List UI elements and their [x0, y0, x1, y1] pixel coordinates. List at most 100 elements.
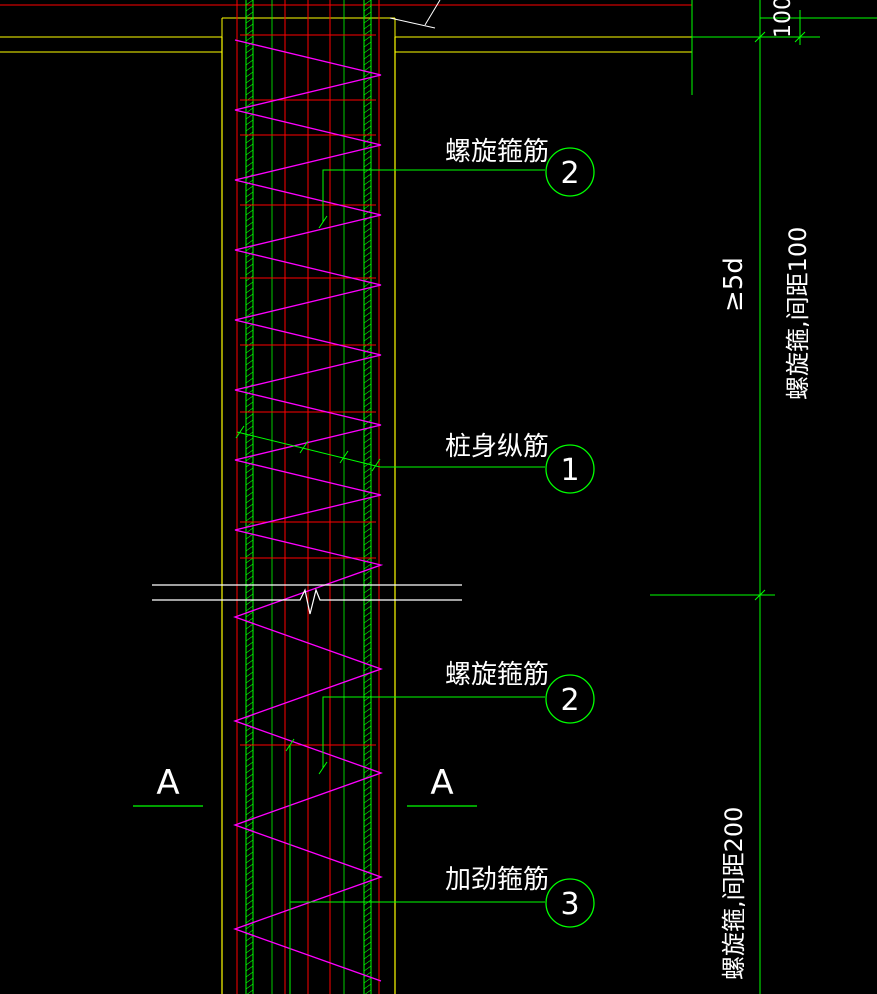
callout-2-top: 2: [545, 147, 595, 197]
hatch-stroke: [245, 515, 254, 522]
dimension-normal-zone: 螺旋箍,间距200: [720, 807, 748, 980]
hatch-stroke: [245, 845, 254, 852]
hatch-stroke: [363, 953, 372, 960]
hatch-stroke: [245, 239, 254, 246]
hatch-stroke: [245, 371, 254, 378]
hatch-stroke: [363, 401, 372, 408]
hatch-stroke: [245, 983, 254, 990]
hatch-stroke: [245, 125, 254, 132]
hatch-stroke: [363, 269, 372, 276]
hatch-stroke: [245, 833, 254, 840]
hatch-stroke: [245, 65, 254, 72]
hatch-stroke: [245, 491, 254, 498]
hatch-stroke: [245, 971, 254, 978]
hatch-stroke: [363, 539, 372, 546]
hatch-stroke: [245, 329, 254, 336]
hatch-stroke: [363, 833, 372, 840]
hatch-stroke: [245, 179, 254, 186]
hatch-stroke: [245, 659, 254, 666]
hatch-stroke: [245, 767, 254, 774]
callout-number: 1: [560, 453, 579, 488]
hatch-stroke: [363, 137, 372, 144]
hatch-stroke: [245, 167, 254, 174]
hatch-stroke: [363, 923, 372, 930]
hatch-stroke: [245, 467, 254, 474]
label-spiral-stirrup-top: 螺旋箍筋: [445, 137, 549, 167]
hatch-stroke: [245, 473, 254, 480]
hatch-stroke: [363, 473, 372, 480]
hatch-stroke: [363, 617, 372, 624]
hatch-stroke: [245, 647, 254, 654]
hatch-stroke: [245, 245, 254, 252]
hatch-stroke: [363, 809, 372, 816]
hatch-stroke: [245, 935, 254, 942]
hatch-stroke: [245, 797, 254, 804]
hatch-stroke: [363, 587, 372, 594]
hatch-stroke: [245, 941, 254, 948]
hatch-stroke: [363, 611, 372, 618]
hatch-stroke: [245, 611, 254, 618]
hatch-stroke: [363, 623, 372, 630]
hatch-stroke: [363, 5, 372, 12]
hatch-stroke: [245, 809, 254, 816]
hatch-stroke: [245, 587, 254, 594]
hatch-stroke: [245, 401, 254, 408]
leaders: [290, 169, 545, 903]
hatch-stroke: [363, 821, 372, 828]
hatch-stroke: [245, 137, 254, 144]
hatch-stroke: [245, 791, 254, 798]
hatch-stroke: [245, 59, 254, 66]
hatch-stroke: [363, 803, 372, 810]
hatch-stroke: [245, 803, 254, 810]
hatch-stroke: [363, 971, 372, 978]
hatch-stroke: [363, 533, 372, 540]
callout-3: 3: [545, 878, 595, 928]
hatch-stroke: [363, 857, 372, 864]
hatch-stroke: [245, 683, 254, 690]
hatch-stroke: [245, 377, 254, 384]
hatch-stroke: [363, 419, 372, 426]
hatch-stroke: [363, 107, 372, 114]
hatch-stroke: [245, 47, 254, 54]
hatch-stroke: [363, 827, 372, 834]
hatch-stroke: [363, 0, 372, 6]
hatch-stroke: [245, 875, 254, 882]
hatch-stroke: [363, 605, 372, 612]
hatch-stroke: [363, 23, 372, 30]
hatch-stroke: [363, 191, 372, 198]
hatch-stroke: [245, 539, 254, 546]
hatch-stroke: [363, 413, 372, 420]
hatch-stroke: [245, 719, 254, 726]
hatch-stroke: [363, 713, 372, 720]
hatch-stroke: [245, 569, 254, 576]
hatch-stroke: [245, 671, 254, 678]
hatch-stroke: [363, 329, 372, 336]
hatch-stroke: [363, 863, 372, 870]
hatch-stroke: [363, 263, 372, 270]
hatch-stroke: [245, 929, 254, 936]
hatch-stroke: [363, 29, 372, 36]
hatch-stroke: [363, 887, 372, 894]
hatch-stroke: [363, 179, 372, 186]
hatch-stroke: [245, 155, 254, 162]
hatch-stroke: [363, 575, 372, 582]
hatch-stroke: [363, 83, 372, 90]
hatch-stroke: [245, 335, 254, 342]
hatch-stroke: [245, 695, 254, 702]
hatch-stroke: [363, 653, 372, 660]
hatch-stroke: [245, 227, 254, 234]
hatch-stroke: [363, 365, 372, 372]
hatch-stroke: [245, 977, 254, 984]
hatch-stroke: [245, 545, 254, 552]
hatch-stroke: [363, 119, 372, 126]
hatch-stroke: [363, 917, 372, 924]
hatch-stroke: [245, 293, 254, 300]
hatch-stroke: [245, 17, 254, 24]
hatch-stroke: [363, 53, 372, 60]
hatch-stroke: [363, 293, 372, 300]
hatch-stroke: [363, 521, 372, 528]
hatch-stroke: [245, 857, 254, 864]
hatch-stroke: [363, 359, 372, 366]
hatch-stroke: [245, 41, 254, 48]
hatch-stroke: [363, 101, 372, 108]
